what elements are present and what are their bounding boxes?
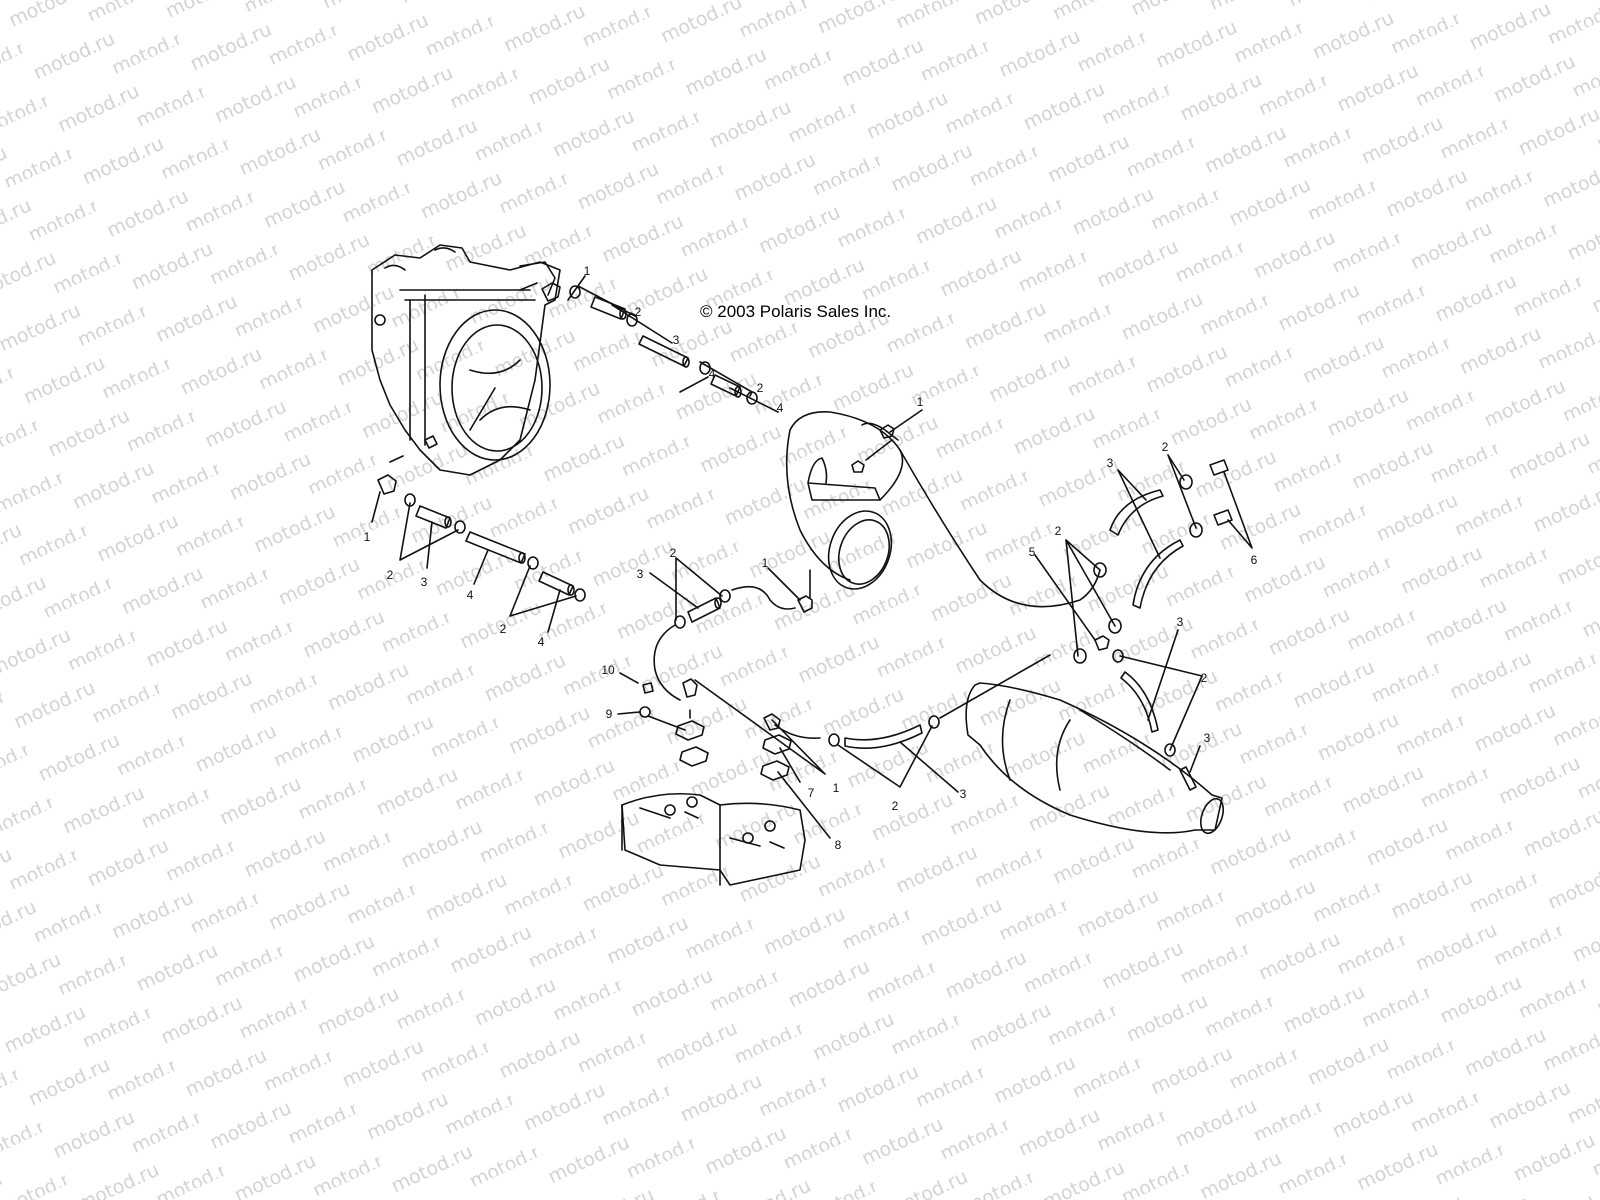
- right-hose-set: [1034, 454, 1253, 757]
- callout-number: 7: [807, 786, 815, 800]
- cylinder-head-fittings: [617, 672, 831, 886]
- callout-number: 3: [672, 333, 680, 347]
- callout-number: 3: [1203, 731, 1211, 745]
- callout-number: 4: [537, 635, 545, 649]
- callout-number: 2: [891, 799, 899, 813]
- callout-number: 8: [834, 838, 842, 852]
- callout-number: 4: [776, 401, 784, 415]
- bypass-hose-set: [649, 557, 813, 701]
- callout-number: 3: [1106, 456, 1114, 470]
- copyright-notice: © 2003 Polaris Sales Inc.: [700, 302, 892, 321]
- muffler-hose-set: [828, 654, 1051, 793]
- muffler: [965, 682, 1225, 835]
- callout-number: 3: [636, 567, 644, 581]
- callout-number: 5: [1028, 545, 1036, 559]
- callout-number: 2: [1054, 524, 1062, 538]
- callout-number: 1: [916, 395, 924, 409]
- callout-number: 1: [363, 530, 371, 544]
- callout-number: 2: [669, 546, 677, 560]
- lower-hose-set: [371, 474, 586, 633]
- jet-pump-housing: [371, 244, 561, 476]
- callout-number: 1: [583, 264, 591, 278]
- callout-number: 2: [1200, 671, 1208, 685]
- callout-number: 4: [466, 588, 474, 602]
- upper-hose-set: [541, 275, 779, 413]
- exhaust-elbow: [785, 409, 1101, 608]
- callout-number: 3: [420, 575, 428, 589]
- callout-number: 2: [634, 305, 642, 319]
- callout-number: 2: [386, 568, 394, 582]
- callout-number: 3: [1176, 615, 1184, 629]
- callout-number: 1: [832, 781, 840, 795]
- callout-number: 4: [708, 367, 716, 381]
- callout-number: 2: [756, 381, 764, 395]
- callout-number: 2: [1161, 440, 1169, 454]
- callout-number: 1: [761, 556, 769, 570]
- callout-number: 9: [605, 707, 613, 721]
- callout-number: 10: [601, 663, 615, 677]
- callout-number: 2: [499, 622, 507, 636]
- callout-number: 3: [959, 787, 967, 801]
- callout-number: 6: [1250, 553, 1258, 567]
